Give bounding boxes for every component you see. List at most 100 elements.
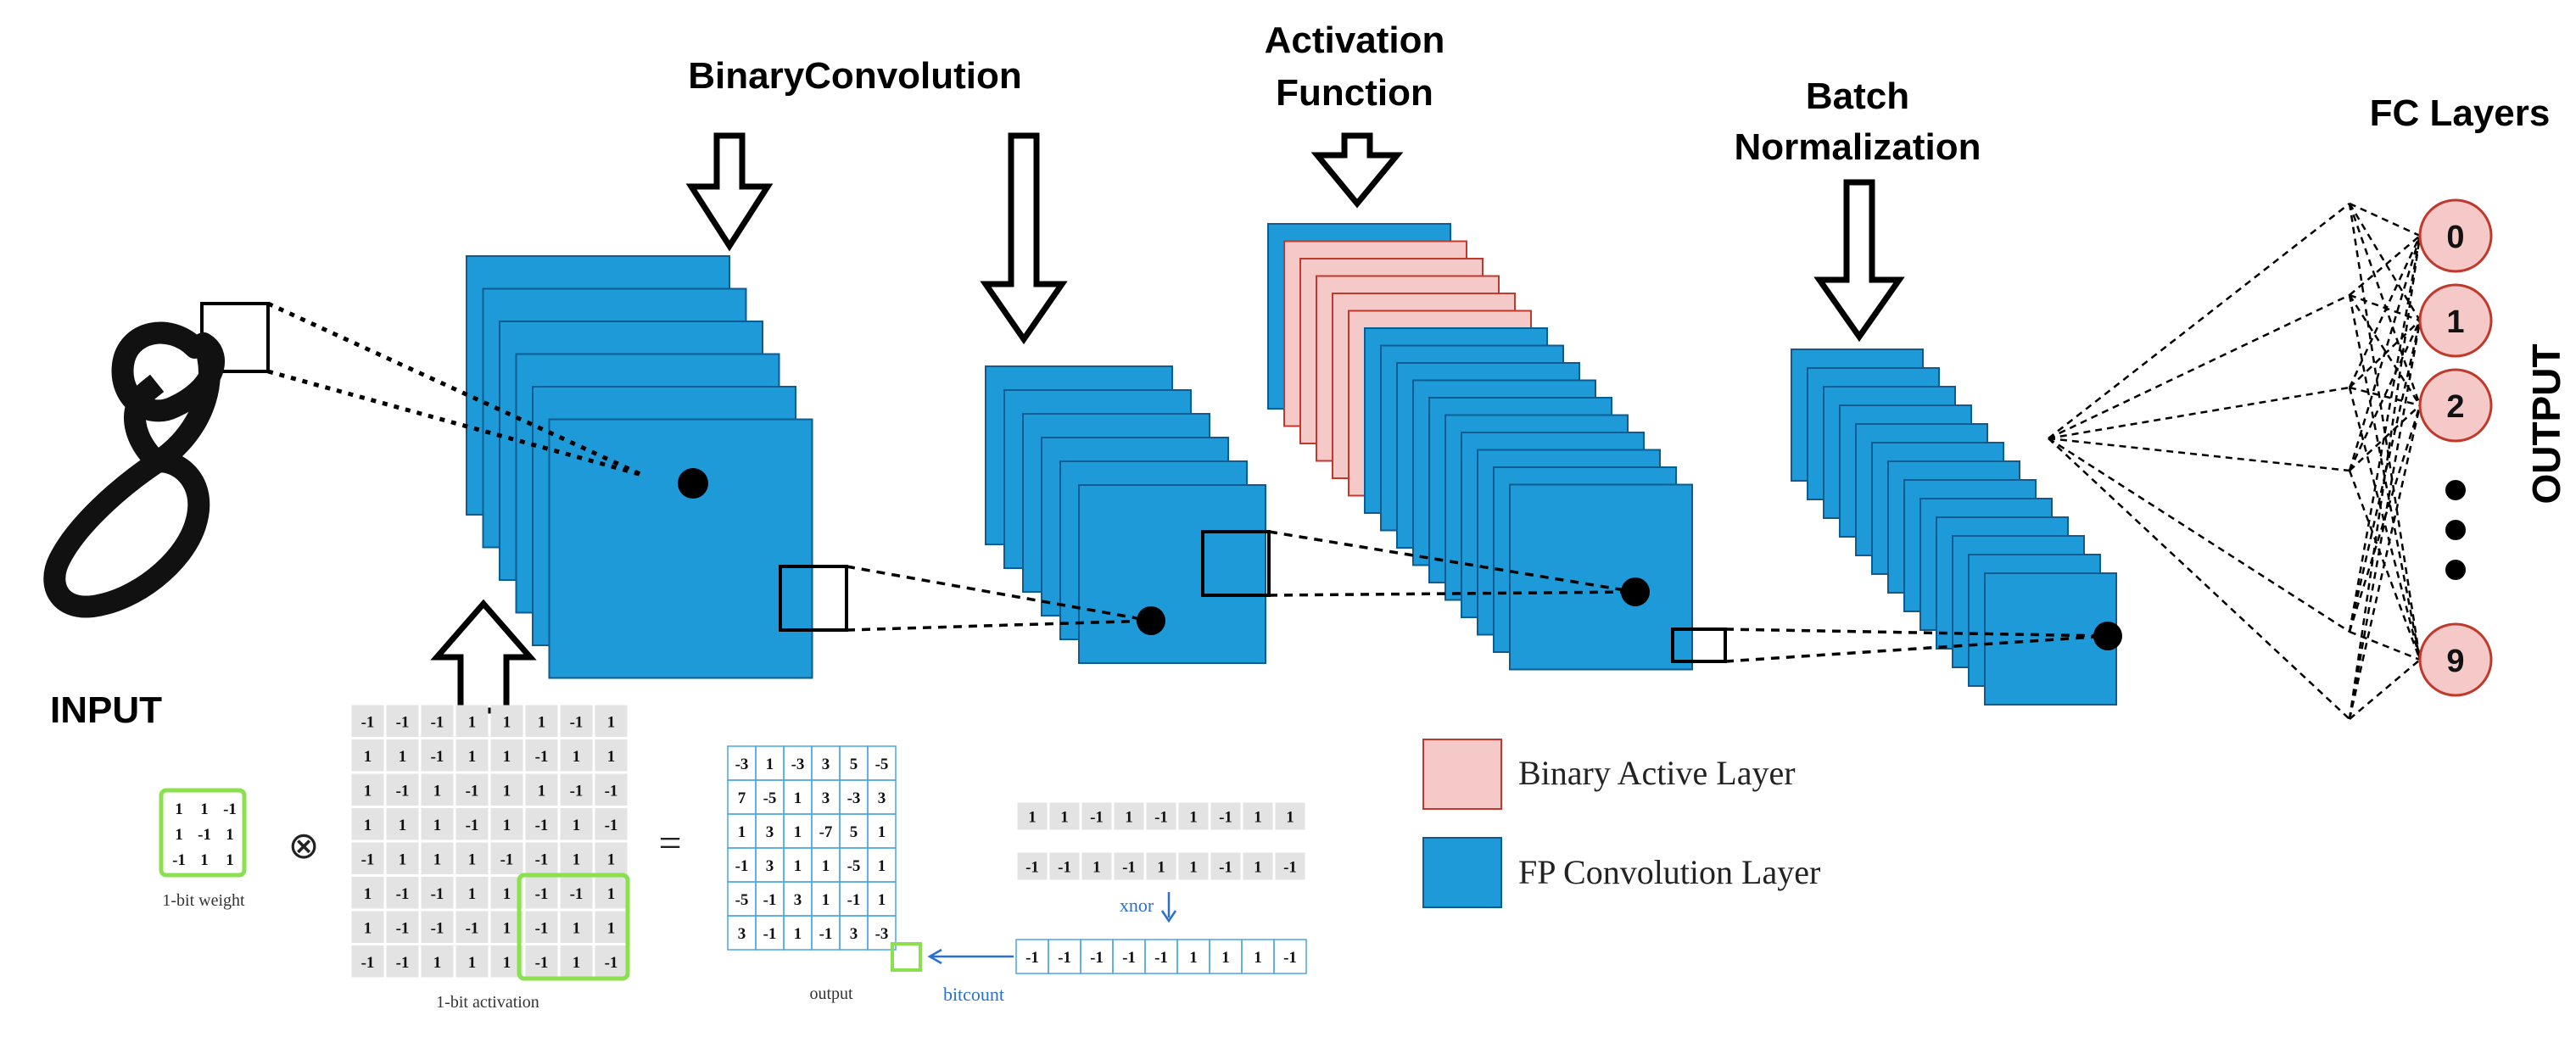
label-batch-2: Normalization (1735, 126, 1981, 168)
label-output: OUTPUT (2524, 343, 2568, 504)
act-grid-value: 1 (468, 885, 477, 903)
act-grid-value: 1 (468, 954, 477, 972)
out-grid-value: 3 (850, 925, 858, 943)
act-grid-value: 1 (364, 782, 372, 800)
act-grid-value: 1 (538, 782, 546, 800)
act-grid-cell (455, 773, 489, 806)
out-grid-value: 1 (822, 857, 830, 875)
act-grid-value: -1 (361, 954, 375, 972)
row-top-value: -1 (1154, 809, 1168, 827)
row-mid-value: -1 (1283, 859, 1297, 877)
out-grid-value: 1 (794, 823, 802, 841)
act-grid-value: -1 (396, 954, 410, 972)
act-grid-cell (560, 842, 593, 874)
weight-grid-value: -1 (172, 851, 186, 869)
svg-text:1: 1 (2446, 304, 2464, 340)
act-grid-cell (421, 808, 454, 840)
feature-dot-1 (678, 468, 708, 499)
row-top-cell (1243, 802, 1273, 830)
weight-highlight (159, 788, 247, 878)
row-mid-value: -1 (1219, 859, 1232, 877)
act-grid-cell (421, 842, 454, 874)
row-bottom-cell-border (1273, 939, 1307, 974)
out-grid-value: 1 (766, 756, 774, 773)
act-grid-value: 1 (399, 851, 407, 868)
act-grid-value: 1 (607, 919, 616, 937)
act-grid-value: 1 (503, 817, 511, 834)
act-grid-value: -1 (535, 817, 549, 834)
act-grid-cell (386, 945, 419, 978)
out-grid-value: 5 (850, 756, 858, 773)
row-mid-cell (1178, 852, 1209, 880)
act-grid-value: -1 (535, 748, 549, 766)
conv-patch-box-3 (1671, 627, 1727, 663)
row-bottom-value: -1 (1025, 949, 1039, 967)
act-grid-cell (421, 705, 454, 737)
act-grid-value: -1 (535, 885, 549, 903)
act-grid-value: 1 (573, 851, 581, 868)
act-grid-cell (386, 808, 419, 840)
act-grid-cell (421, 877, 454, 909)
out-grid-cell-border (867, 915, 897, 951)
out-grid-value: -3 (847, 789, 861, 807)
row-mid-value: -1 (1122, 859, 1136, 877)
out-grid-value: 1 (794, 789, 802, 807)
activation-stack (1267, 223, 1693, 671)
out-grid-value: 7 (738, 789, 746, 807)
act-grid-value: 1 (503, 885, 511, 903)
row-top-value: 1 (1189, 809, 1198, 827)
act-grid-cell (351, 808, 384, 840)
arrow-up-input (430, 599, 537, 714)
row-mid-value: -1 (1025, 859, 1039, 877)
label-batch-1: Batch (1806, 75, 1909, 117)
out-grid-value: 3 (766, 823, 774, 841)
act-grid-cell (560, 773, 593, 806)
row-mid-value: 1 (1189, 859, 1198, 877)
output-node-2: 2 (2418, 368, 2493, 443)
act-grid-cell (421, 773, 454, 806)
label-binary-convolution: BinaryConvolution (688, 55, 1022, 97)
row-top-cell (1275, 802, 1305, 830)
act-grid-cell (595, 808, 628, 840)
arrow-batchnorm (1813, 179, 1905, 343)
row-bottom-value: 1 (1221, 949, 1230, 967)
activation-caption: 1-bit activation (436, 993, 539, 1012)
row-mid-value: 1 (1254, 859, 1262, 877)
row-mid-cell (1081, 852, 1112, 880)
row-top-cell (1114, 802, 1144, 830)
weight-grid-value: 1 (200, 851, 209, 869)
out-grid-value: -1 (763, 891, 777, 909)
activation-highlight (517, 873, 630, 981)
act-grid-value: 1 (573, 817, 581, 834)
act-grid-value: -1 (396, 782, 410, 800)
out-grid-value: 1 (794, 857, 802, 875)
otimes-symbol: ⊗ (288, 825, 320, 867)
act-grid-value: 1 (433, 954, 442, 972)
act-grid-cell (421, 911, 454, 943)
act-grid-cell (560, 808, 593, 840)
act-grid-cell (386, 877, 419, 909)
legend-label-fp: FP Convolution Layer (1518, 853, 1820, 891)
act-grid-value: 1 (503, 748, 511, 766)
conv-patch-box-1 (779, 565, 848, 632)
out-grid-value: -7 (819, 823, 833, 841)
act-grid-value: 1 (364, 885, 372, 903)
row-mid-value: -1 (1058, 859, 1071, 877)
act-grid-value: 1 (364, 817, 372, 834)
layer-stacks (466, 223, 2117, 706)
act-grid-value: 1 (538, 713, 546, 731)
act-grid-value: 1 (433, 817, 442, 834)
row-top-cell (1049, 802, 1080, 830)
act-grid-cell (595, 911, 628, 943)
out-grid-value: 3 (766, 857, 774, 875)
svg-text:0: 0 (2446, 220, 2464, 255)
act-grid-cell (595, 739, 628, 772)
act-grid-cell (525, 773, 558, 806)
out-grid-value: 3 (794, 891, 802, 909)
act-grid-value: 1 (607, 713, 616, 731)
row-mid-value: 1 (1157, 859, 1165, 877)
